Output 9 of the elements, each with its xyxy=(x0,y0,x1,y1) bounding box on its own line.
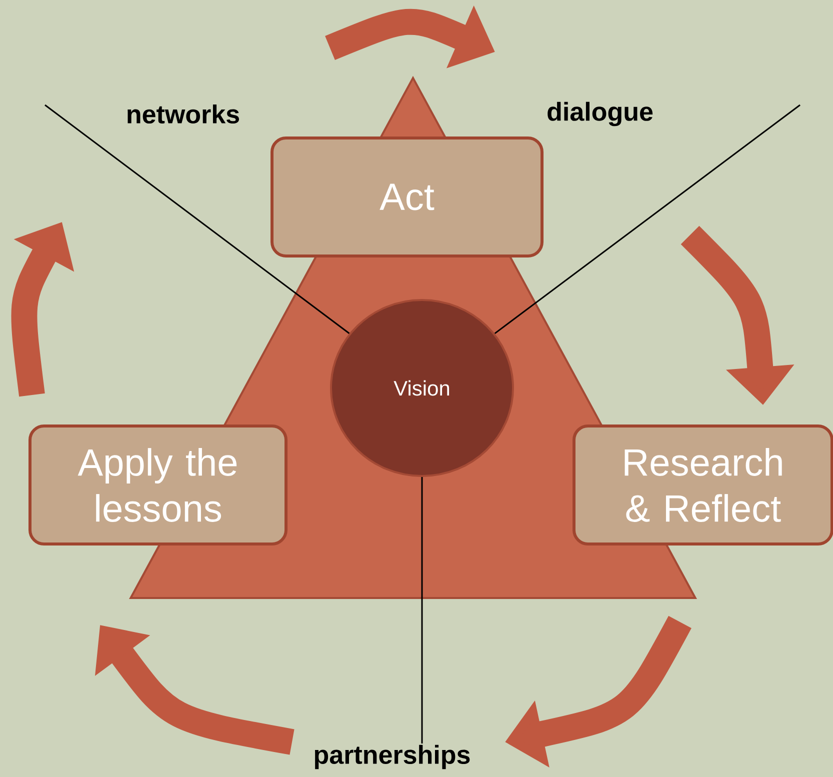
spoke-label: partnerships xyxy=(314,744,470,770)
stage-box: Research & Reflect xyxy=(572,424,833,546)
spoke-line xyxy=(44,104,350,334)
spoke-line xyxy=(494,104,800,334)
spoke-label: networks xyxy=(128,104,239,124)
spoke-line xyxy=(421,477,423,744)
stage-box: Apply the lessons xyxy=(28,424,288,546)
spoke-label: dialogue xyxy=(548,102,653,126)
stage-box: Act xyxy=(270,136,544,258)
